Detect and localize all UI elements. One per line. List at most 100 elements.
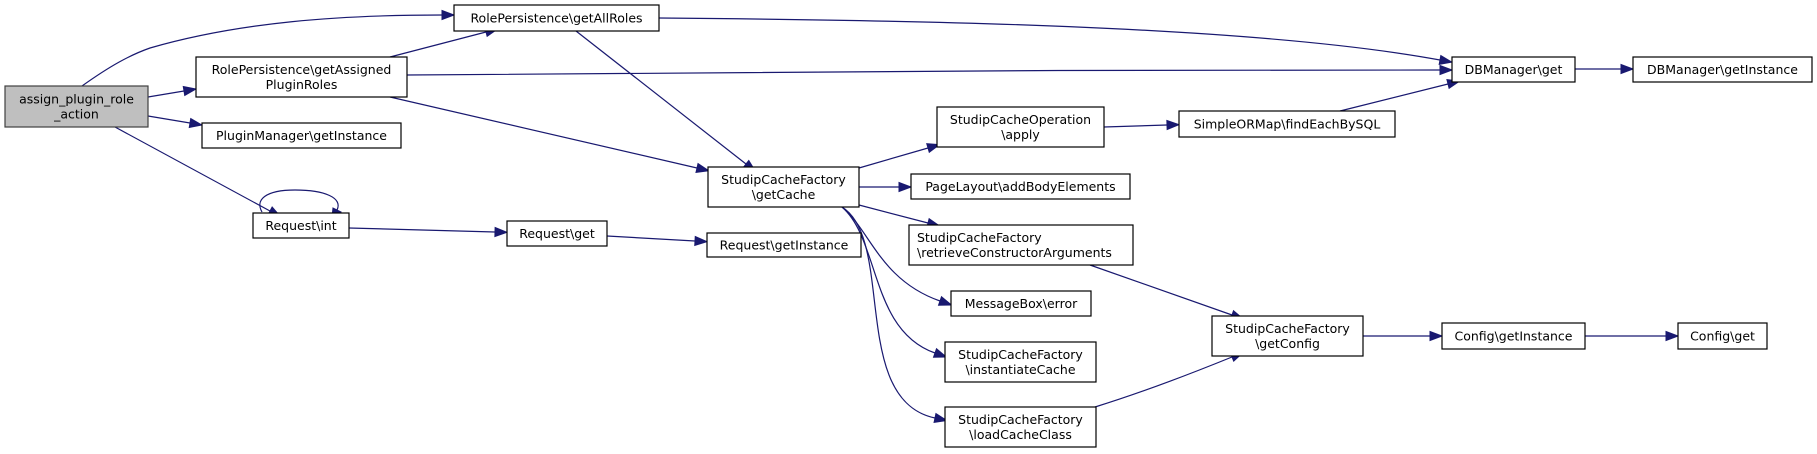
node-box[interactable] [707,166,860,208]
node-label: StudipCacheFactory [721,172,846,187]
node-label: \instantiateCache [965,362,1075,377]
node-label: \retrieveConstructorArguments [917,245,1112,260]
arrowhead-icon [1438,54,1454,66]
node-box[interactable] [944,341,1097,383]
node-messagebox-error[interactable]: MessageBox\error [950,290,1092,317]
edge-config-getinstance-to-config-get [1585,330,1680,342]
edge-line [348,227,496,233]
edge-studipcachefactory-retrieveconstructorarguments-to-studipcachefactory-getconfig [1089,264,1245,320]
node-box[interactable] [201,122,402,149]
node-label: DBManager\get [1465,62,1563,77]
nodes-layer: assign_plugin_role_action RolePersistence… [4,4,1813,448]
node-box[interactable] [506,220,608,247]
edge-studipcachefactory-getcache-to-pagelayout-addbodyelements [859,181,913,193]
arrowhead-icon [937,295,953,306]
node-box[interactable] [1178,110,1396,138]
node-box[interactable] [4,85,149,128]
arrowhead-icon [694,235,709,247]
arrowhead-icon [1620,63,1635,75]
edge-line [841,206,936,354]
edge-line [1339,83,1449,112]
edge-line [147,90,185,98]
node-box[interactable] [908,224,1134,266]
edge-line [114,126,271,212]
edge-line [147,115,191,124]
edge-studipcachefactory-loadcacheclass-to-studipcachefactory-getconfig [1094,351,1245,408]
node-label: PluginRoles [266,77,338,92]
node-request-int[interactable]: Request\int [252,212,350,239]
node-box[interactable] [1211,315,1364,357]
node-box[interactable] [1632,56,1813,83]
node-label: StudipCacheFactory [958,412,1083,427]
edge-line [81,14,443,87]
node-box[interactable] [1451,56,1576,83]
node-assign-plugin-role-action[interactable]: assign_plugin_role_action [4,85,149,128]
node-dbmanager-getinstance[interactable]: DBManager\getInstance [1632,56,1813,83]
node-label: \getCache [752,187,816,202]
arrowhead-icon [898,181,913,193]
node-pluginmanager-getinstance[interactable]: PluginManager\getInstance [201,122,402,149]
node-box[interactable] [252,212,350,239]
edge-request-get-to-request-getinstance [606,235,709,247]
node-studipcachefactory-retrieveconstructorarguments[interactable]: StudipCacheFactory\retrieveConstructorAr… [908,224,1134,266]
node-simpleormap-findeachbysql[interactable]: SimpleORMap\findEachBySQL [1178,110,1396,138]
edge-rolepersistence-getassignedpluginroles-to-rolepersistence-getallroles [389,27,499,58]
node-label: Request\get [519,226,595,241]
arrowhead-icon [933,412,949,424]
node-label: PageLayout\addBodyElements [925,179,1115,194]
node-box[interactable] [1677,322,1768,350]
node-box[interactable] [706,232,862,258]
node-studipcachefactory-instantiatecache[interactable]: StudipCacheFactory\instantiateCache [944,341,1097,383]
node-dbmanager-get[interactable]: DBManager\get [1451,56,1576,83]
node-label: RolePersistence\getAssigned [212,62,392,77]
node-pagelayout-addbodyelements[interactable]: PageLayout\addBodyElements [910,173,1131,200]
arrowhead-icon [695,162,711,173]
edge-line [1089,264,1233,316]
arrowhead-icon [932,347,948,358]
edge-line [658,17,1441,61]
edge-assign-plugin-role-action-to-rolepersistence-getallroles [81,9,456,87]
node-label: PluginManager\getInstance [216,128,387,143]
node-label: \getConfig [1255,336,1320,351]
edge-studipcachefactory-getcache-to-studipcachefactory-retrieveconstructorarguments [858,204,941,228]
edge-line [858,204,929,224]
node-label: SimpleORMap\findEachBySQL [1194,117,1381,132]
node-label: MessageBox\error [965,296,1078,311]
edge-studipcachefactory-getcache-to-studipcachefactory-loadcacheclass [841,206,949,424]
node-box[interactable] [944,406,1097,448]
node-rolepersistence-getallroles[interactable]: RolePersistence\getAllRoles [453,4,660,32]
node-box[interactable] [1441,322,1586,350]
node-request-get[interactable]: Request\get [506,220,608,247]
arrowhead-icon [1429,330,1444,342]
node-label: StudipCacheFactory [1225,321,1350,336]
arrowhead-icon [1665,330,1680,342]
node-studipcacheoperation-apply[interactable]: StudipCacheOperation\apply [936,106,1105,148]
node-box[interactable] [453,4,660,32]
edge-line [841,206,936,419]
edge-line [406,69,1441,76]
node-config-get[interactable]: Config\get [1677,322,1768,350]
node-studipcachefactory-getconfig[interactable]: StudipCacheFactory\getConfig [1211,315,1364,357]
node-label: _action [53,107,99,122]
edge-studipcachefactory-getcache-to-studipcachefactory-instantiatecache [841,206,948,358]
edge-rolepersistence-getallroles-to-dbmanager-get [658,17,1454,66]
node-request-getinstance[interactable]: Request\getInstance [706,232,862,258]
node-config-getinstance[interactable]: Config\getInstance [1441,322,1586,350]
edge-line [389,96,698,169]
node-box[interactable] [936,106,1105,148]
node-box[interactable] [195,56,408,98]
node-box[interactable] [950,290,1092,317]
arrowhead-icon [926,143,941,154]
node-studipcachefactory-getcache[interactable]: StudipCacheFactory\getCache [707,166,860,208]
edge-line [389,31,487,58]
node-label: \apply [1001,127,1040,142]
edge-line [858,147,929,169]
node-box[interactable] [910,173,1131,200]
edge-dbmanager-get-to-dbmanager-getinstance [1575,63,1635,75]
edge-rolepersistence-getallroles-to-studipcachefactory-getcache [575,30,757,173]
node-label: StudipCacheFactory [958,347,1083,362]
arrowhead-icon [1166,119,1181,131]
node-studipcachefactory-loadcacheclass[interactable]: StudipCacheFactory\loadCacheClass [944,406,1097,448]
